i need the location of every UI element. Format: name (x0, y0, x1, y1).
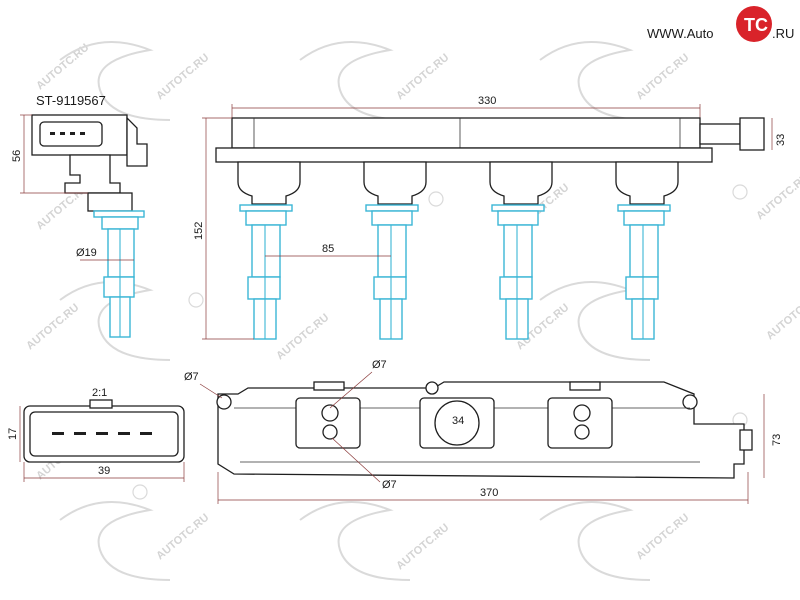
dim-connector-height: 17 (7, 428, 19, 440)
brand-logo: WWW.Auto TC .RU (647, 6, 794, 42)
watermark-text: AUTOTC.RU (394, 52, 451, 103)
rail-end-plug (739, 117, 765, 151)
side-boot-collar (101, 216, 139, 230)
center-bore (434, 400, 480, 446)
part-number: ST-9119567 (36, 93, 106, 108)
side-bracket (126, 116, 148, 167)
connector-latch (89, 399, 113, 409)
connector-pins (50, 132, 85, 135)
coil-pad-2 (547, 397, 613, 449)
dim-height-left: 56 (11, 150, 23, 162)
rail-flange (215, 147, 713, 163)
coil-tower (489, 161, 553, 340)
dim-hole-top: Ø7 (372, 359, 387, 371)
dim-hole-bottom: Ø7 (382, 479, 397, 491)
dim-pitch: 85 (322, 243, 334, 255)
brand-logo-letters: TC (744, 15, 768, 35)
coil-tower (237, 161, 301, 340)
side-coil-neck (64, 154, 121, 194)
rail-top-housing (231, 117, 701, 149)
bottom-view: Ø7 Ø7 Ø7 34 370 73 (184, 359, 783, 504)
watermark-sat-logo (59, 41, 651, 581)
coil-tower (615, 161, 679, 340)
watermark-text: AUTOTC.RU (154, 512, 211, 563)
pad-tab (569, 381, 601, 391)
dim-connector-width: 39 (98, 465, 110, 477)
dim-total-length: 330 (478, 95, 496, 107)
watermark-text: AUTOTC.RU (24, 302, 81, 353)
rail-end-connector (699, 123, 741, 145)
dim-base-length: 370 (480, 487, 498, 499)
side-boot (107, 228, 135, 278)
dim-hole-left: Ø7 (184, 371, 199, 383)
side-view: 56 Ø19 (11, 114, 148, 338)
mount-hole-right (682, 394, 698, 410)
dim-height-total: 152 (193, 222, 205, 240)
connector-detail: 2:1 17 39 (7, 387, 185, 482)
dim-boot-diameter: Ø19 (76, 247, 97, 259)
brand-suffix: .RU (772, 26, 794, 41)
mount-hole-top (425, 381, 439, 395)
pad-tab (313, 381, 345, 391)
coil-pad-1 (295, 397, 361, 449)
brand-prefix: WWW.Auto (647, 26, 713, 41)
end-connector-stub (739, 429, 753, 451)
watermark-text: AUTOTC.RU (634, 52, 691, 103)
watermark-text: AUTOTC.RU (764, 292, 800, 343)
watermark-text: AUTOTC.RU (274, 312, 331, 363)
dim-height-right: 33 (775, 134, 787, 146)
watermark-text: AUTOTC.RU (754, 172, 800, 223)
watermark-text: AUTOTC.RU (394, 522, 451, 573)
watermark-text: AUTOTC.RU (34, 42, 91, 93)
mount-hole-left (216, 394, 232, 410)
watermark-text: AUTOTC.RU (154, 52, 211, 103)
front-view: 330 33 (193, 95, 787, 340)
brand-logo-circle (736, 6, 772, 42)
watermark-text: AUTOTC.RU (634, 512, 691, 563)
dim-center-bore: 34 (452, 415, 464, 427)
scale-label: 2:1 (92, 387, 107, 399)
side-boot-lower (103, 276, 135, 298)
side-boot-ring (93, 210, 145, 218)
side-coil-base (87, 192, 133, 212)
dim-base-height: 73 (771, 434, 783, 446)
coil-tower (363, 161, 427, 340)
connector-terminals (52, 432, 152, 435)
